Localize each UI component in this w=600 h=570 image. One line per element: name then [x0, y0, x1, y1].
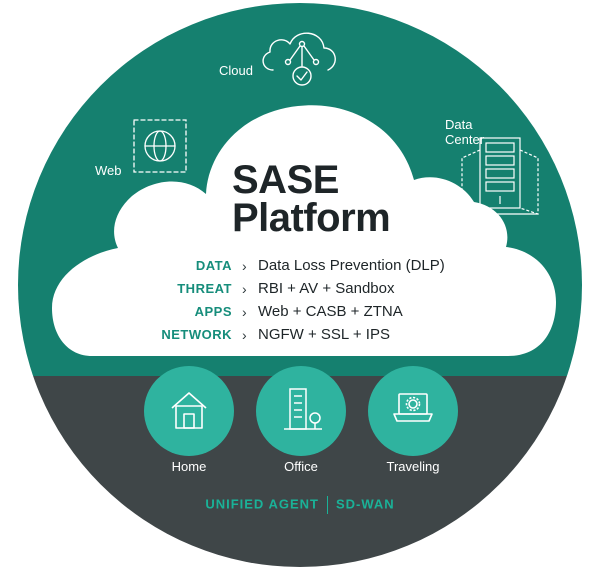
location-traveling [368, 366, 458, 456]
chevron-right-icon: › [242, 327, 247, 343]
service-category: THREAT [177, 281, 232, 296]
home-icon [171, 392, 207, 429]
platform-cloud [52, 105, 556, 356]
laptop-gear-icon [393, 393, 433, 422]
footer-sd-wan: SD-WAN [335, 496, 395, 512]
data-center-label-line1: Data [445, 117, 473, 132]
globe-icon [133, 119, 187, 173]
service-value: Web + CASB + ZTNA [258, 303, 403, 320]
cloud-icon [262, 32, 336, 86]
office-building-icon [284, 388, 322, 430]
location-label-office: Office [284, 459, 318, 474]
location-office [256, 366, 346, 456]
service-value: Data Loss Prevention (DLP) [258, 257, 445, 274]
cloud-label: Cloud [219, 63, 253, 78]
service-category: APPS [194, 304, 232, 319]
chevron-right-icon: › [242, 304, 247, 320]
service-value: RBI + AV + Sandbox [258, 280, 395, 297]
data-center-label: Data Center [445, 117, 484, 147]
chevron-right-icon: › [242, 258, 247, 274]
footer: UNIFIED AGENT SD-WAN [0, 496, 600, 514]
service-category: DATA [195, 258, 232, 273]
service-value: NGFW + SSL + IPS [258, 326, 390, 343]
server-rack-icon [461, 137, 539, 215]
service-category: NETWORK [161, 327, 232, 342]
location-home [144, 366, 234, 456]
location-label-home: Home [171, 459, 207, 474]
location-label-traveling: Traveling [386, 459, 440, 474]
platform-title-line1: SASE [232, 158, 339, 202]
footer-divider [326, 496, 328, 514]
platform-title-line2: Platform [232, 196, 391, 240]
footer-unified-agent: UNIFIED AGENT [205, 496, 319, 512]
data-center-label-line2: Center [445, 132, 485, 147]
web-label: Web [95, 163, 122, 178]
chevron-right-icon: › [242, 281, 247, 297]
